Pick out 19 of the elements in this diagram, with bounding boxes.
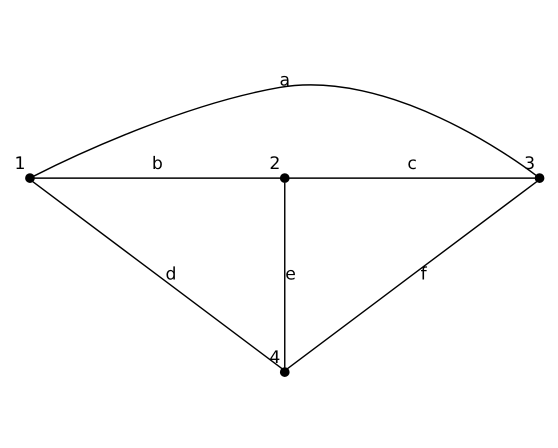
connector	[286, 181, 538, 370]
node-circle	[25, 173, 35, 183]
connector	[34, 84, 536, 177]
edge-label: b	[152, 154, 163, 174]
connector	[284, 182, 286, 368]
node-circle	[534, 173, 544, 183]
edge-label: c	[407, 154, 417, 174]
edge-label: a	[279, 70, 290, 91]
node-label: 4	[269, 348, 280, 368]
node-label: 1	[14, 154, 26, 174]
node-circle	[280, 173, 290, 183]
edge-label: f	[420, 264, 427, 285]
edge-label: d	[166, 264, 177, 285]
connector	[34, 177, 281, 179]
connector	[289, 177, 536, 179]
node-label: 2	[269, 154, 280, 174]
connector	[32, 181, 283, 370]
node-circle	[280, 367, 290, 377]
edge-label: e	[285, 264, 296, 285]
